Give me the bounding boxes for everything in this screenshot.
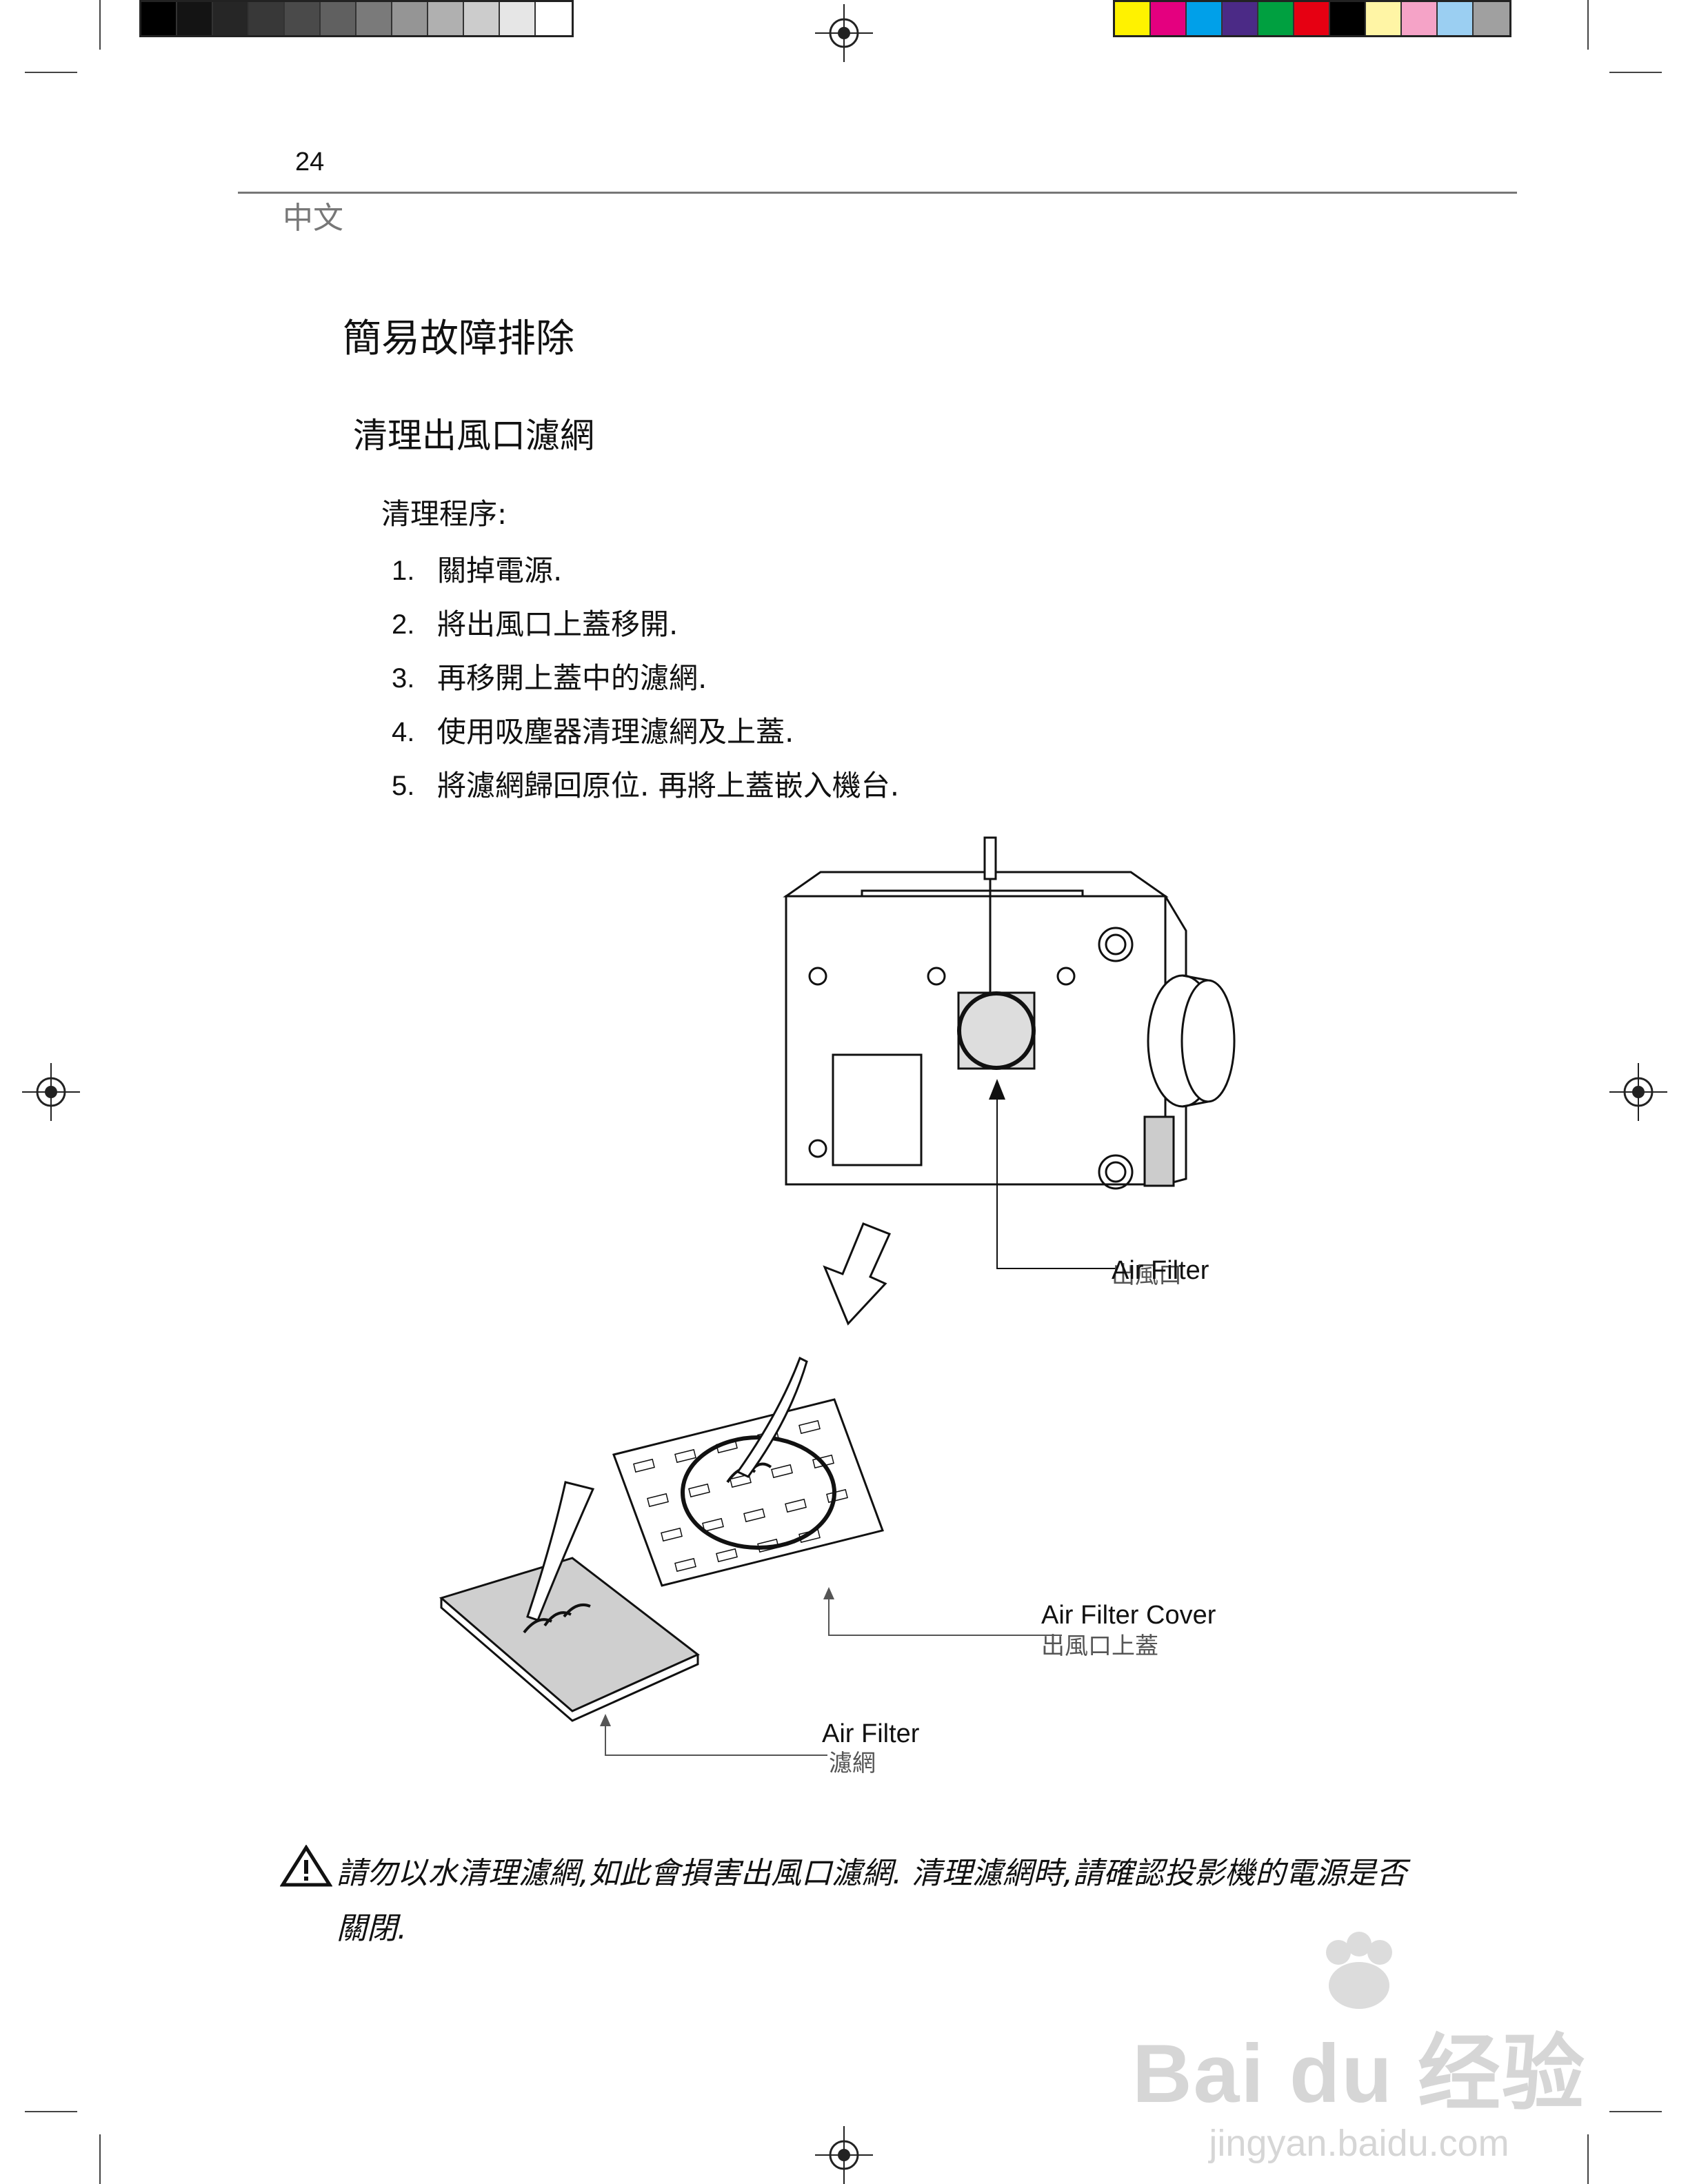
color-swatch <box>1187 2 1223 35</box>
watermark-main-text: Bai du 经验 <box>1132 2028 1586 2120</box>
label-cover-zh: 出風口上蓋 <box>1041 1632 1158 1660</box>
crop-mark-bottom-left-h <box>25 2111 77 2112</box>
color-swatch <box>1438 2 1474 35</box>
registration-target-right-icon <box>1609 1063 1667 1121</box>
step-number: 5. <box>392 771 415 801</box>
watermark-sub-text: jingyan.baidu.com <box>1209 2123 1509 2164</box>
procedure-steps: 1. 關掉電源. 2. 將出風口上蓋移開. 3. 再移開上蓋中的濾網. 4. 使用吸塵器… <box>392 550 899 819</box>
color-swatch <box>321 2 356 35</box>
color-swatch <box>356 2 392 35</box>
filter-cleaning-illustration <box>439 836 1236 1756</box>
crop-mark-top-left-h <box>25 72 77 73</box>
label-top-en: Air Filter <box>1112 1256 1209 1285</box>
color-swatch <box>1223 2 1258 35</box>
warning-line-2: 關閉. <box>336 1911 407 1946</box>
step-text: 關掉電源. <box>437 554 563 587</box>
color-swatch <box>500 2 536 35</box>
color-swatch <box>177 2 213 35</box>
warning-triangle-icon <box>279 1844 333 1903</box>
step-text: 將濾網歸回原位. 再將上蓋嵌入機台. <box>437 769 900 802</box>
color-swatch <box>1294 2 1330 35</box>
color-swatch <box>1330 2 1366 35</box>
color-swatch <box>141 2 177 35</box>
crop-mark-bottom-right-v <box>1587 2134 1589 2184</box>
registration-target-left-icon <box>22 1063 80 1121</box>
crop-mark-bottom-right-h <box>1609 2111 1662 2112</box>
color-swatch <box>1366 2 1402 35</box>
color-swatch <box>213 2 249 35</box>
step-number: 2. <box>392 609 415 640</box>
step-item: 1. 關掉電源. <box>392 550 899 604</box>
paw-logo-icon <box>1325 1932 1392 2009</box>
color-swatch <box>1258 2 1294 35</box>
step-number: 3. <box>392 663 415 694</box>
header-rule <box>238 192 1517 194</box>
step-number: 4. <box>392 717 415 747</box>
label-filter-zh: 濾網 <box>829 1750 876 1777</box>
registration-target-bottom-icon <box>815 2126 873 2184</box>
page-number: 24 <box>295 148 325 176</box>
color-swatch <box>464 2 500 35</box>
grayscale-registration-bar <box>139 0 574 37</box>
color-swatch <box>285 2 321 35</box>
language-label: 中文 <box>283 201 343 236</box>
label-cover-en: Air Filter Cover <box>1041 1601 1216 1630</box>
step-item: 4. 使用吸塵器清理濾網及上蓋. <box>392 711 899 765</box>
filter-pad-drawing <box>439 1557 700 1722</box>
step-item: 3. 再移開上蓋中的濾網. <box>392 658 899 711</box>
color-swatch <box>1402 2 1438 35</box>
step-item: 2. 將出風口上蓋移開. <box>392 604 899 658</box>
color-registration-bar <box>1113 0 1511 37</box>
registration-target-top-icon <box>815 4 873 62</box>
crop-mark-top-right-v <box>1587 0 1589 50</box>
color-swatch <box>1474 2 1509 35</box>
label-top-zh: 出風口 <box>1112 1262 1182 1289</box>
label-filter-en: Air Filter <box>822 1719 920 1748</box>
step-number: 1. <box>392 556 415 586</box>
color-swatch <box>1151 2 1187 35</box>
baidu-watermark: Bai du 经验 jingyan.baidu.com <box>1132 1930 1586 2165</box>
step-item: 5. 將濾網歸回原位. 再將上蓋嵌入機台. <box>392 765 899 819</box>
screwdriver-drawing <box>983 836 997 993</box>
color-swatch <box>536 2 572 35</box>
warning-line-1: 請勿以水清理濾網,如此會損害出風口濾網. 清理濾網時,請確認投影機的電源是否 <box>336 1856 1407 1891</box>
subsection-title: 清理出風口濾網 <box>353 416 594 456</box>
projector-drawing <box>783 871 1236 1190</box>
color-swatch <box>392 2 428 35</box>
filter-cover-drawing <box>612 1398 884 1587</box>
crop-mark-top-left-v <box>99 0 101 50</box>
color-swatch <box>428 2 464 35</box>
warning-note: 請勿以水清理濾網,如此會損害出風口濾網. 清理濾網時,請確認投影機的電源是否 關… <box>279 1844 1466 1954</box>
color-swatch <box>249 2 285 35</box>
crop-mark-bottom-left-v <box>99 2134 101 2184</box>
step-text: 使用吸塵器清理濾網及上蓋. <box>437 715 794 749</box>
color-swatch <box>1115 2 1151 35</box>
section-title: 簡易故障排除 <box>343 316 574 361</box>
procedure-label: 清理程序: <box>381 497 508 531</box>
step-text: 再移開上蓋中的濾網. <box>437 661 707 695</box>
step-text: 將出風口上蓋移開. <box>437 607 679 641</box>
crop-mark-top-right-h <box>1609 72 1662 73</box>
